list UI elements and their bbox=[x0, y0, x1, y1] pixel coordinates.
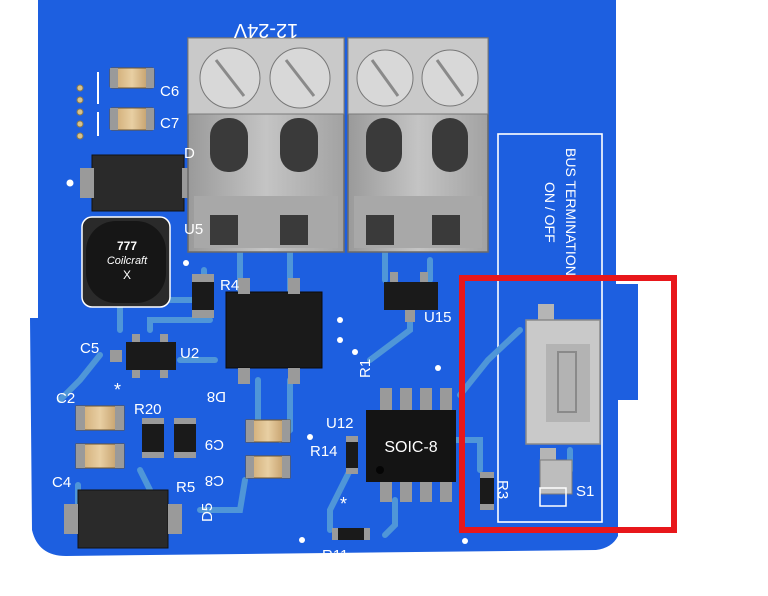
label-c5: C5 bbox=[80, 340, 99, 357]
asterisk-u2: * bbox=[114, 380, 121, 400]
resistor-r14 bbox=[346, 436, 358, 474]
capacitor-c6 bbox=[97, 67, 155, 104]
terminal-block-power bbox=[187, 37, 345, 253]
bus-termination-label-1: BUS TERMINATION bbox=[563, 148, 579, 276]
label-s1: S1 bbox=[576, 483, 594, 500]
bus-termination-label-2: ON / OFF bbox=[542, 182, 558, 243]
label-u12: U12 bbox=[326, 415, 354, 432]
capacitor-c9 bbox=[245, 419, 291, 443]
label-r4: R4 bbox=[220, 277, 239, 294]
label-r20: R20 bbox=[134, 401, 162, 418]
slide-switch-s1 bbox=[525, 304, 601, 507]
capacitor-c8 bbox=[245, 455, 291, 479]
resistor-r11 bbox=[332, 528, 370, 540]
label-r3: R3 bbox=[494, 480, 511, 499]
capacitor-c2 bbox=[75, 405, 125, 431]
label-soic8: SOIC-8 bbox=[384, 439, 437, 456]
label-r11: R11 bbox=[322, 547, 348, 564]
resistor-r4 bbox=[192, 274, 214, 318]
label-r14: R14 bbox=[310, 443, 338, 460]
label-c7: C7 bbox=[160, 115, 179, 132]
bridge-d8 bbox=[225, 278, 323, 384]
label-u15: U15 bbox=[424, 309, 452, 326]
chip-u2 bbox=[110, 334, 176, 378]
label-d8: D8 bbox=[207, 388, 226, 405]
highlight-box bbox=[459, 275, 677, 533]
capacitor-c4 bbox=[75, 443, 125, 469]
label-voltage: 12-24V bbox=[233, 19, 298, 41]
label-r5: R5 bbox=[176, 479, 195, 496]
resistor-r5 bbox=[174, 418, 196, 458]
label-d: D bbox=[184, 145, 195, 162]
terminal-block-bus bbox=[347, 37, 489, 253]
capacitor-c7 bbox=[97, 107, 155, 136]
label-u2: U2 bbox=[180, 345, 199, 362]
chip-u15 bbox=[384, 272, 438, 322]
inductor-coilcraft bbox=[81, 216, 171, 308]
label-c2: C2 bbox=[56, 390, 75, 407]
asterisk-u12: * bbox=[340, 494, 347, 514]
inductor-text-3: X bbox=[123, 268, 131, 282]
inductor-text-1: 777 bbox=[117, 239, 137, 253]
inductor-text-2: Coilcraft bbox=[107, 255, 148, 267]
diode-d5 bbox=[64, 489, 182, 549]
diode-d-top bbox=[80, 154, 196, 212]
label-u5: U5 bbox=[184, 221, 203, 238]
label-d5: D5 bbox=[199, 503, 216, 522]
label-r1: R1 bbox=[357, 359, 374, 378]
resistor-r20 bbox=[142, 418, 164, 458]
bus-termination-outline bbox=[497, 133, 603, 523]
label-c6: C6 bbox=[160, 83, 179, 100]
chip-soic8-u12 bbox=[366, 388, 456, 502]
header-pins bbox=[76, 84, 84, 140]
resistor-r3 bbox=[480, 472, 494, 510]
label-c9: C9 bbox=[205, 436, 224, 453]
copper-traces bbox=[57, 247, 573, 538]
label-c8: C8 bbox=[205, 472, 224, 489]
label-c4: C4 bbox=[52, 474, 71, 491]
